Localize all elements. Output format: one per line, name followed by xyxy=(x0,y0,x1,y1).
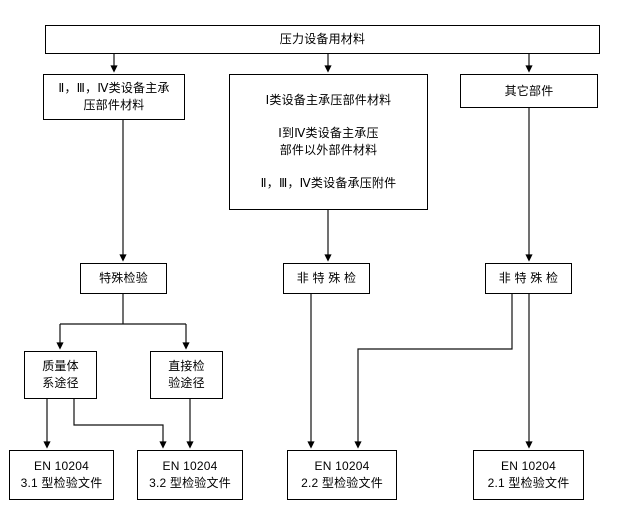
node-doc-en10204-2-2[interactable]: EN 10204 2.2 型检验文件 xyxy=(287,450,397,500)
node-non-special-right-label: 非 特 殊 检 xyxy=(498,271,559,285)
node-special-inspection[interactable]: 特殊检验 xyxy=(80,263,167,294)
node-root[interactable]: 压力设备用材料 xyxy=(45,25,600,54)
node-class1-block3-line1: Ⅱ，Ⅲ，Ⅳ类设备承压附件 xyxy=(260,176,397,190)
node-doc22-line1: EN 10204 xyxy=(314,459,370,473)
node-class1-block2-line1: Ⅰ到Ⅳ类设备主承压 xyxy=(278,126,379,140)
node-doc31-line1: EN 10204 xyxy=(34,459,89,473)
node-class-1-main-pressure[interactable]: Ⅰ类设备主承压部件材料 Ⅰ到Ⅳ类设备主承压 部件以外部件材料 Ⅱ，Ⅲ，Ⅳ类设备承… xyxy=(229,74,428,210)
node-quality-system-route[interactable]: 质量体 系途径 xyxy=(24,351,97,399)
node-class-2-3-4-main-pressure[interactable]: Ⅱ，Ⅲ，Ⅳ类设备主承 压部件材料 xyxy=(43,74,185,120)
node-class1-block1-line1: Ⅰ类设备主承压部件材料 xyxy=(265,93,392,107)
node-direct-route-line2: 验途径 xyxy=(168,376,205,390)
node-class234-line1: Ⅱ，Ⅲ，Ⅳ类设备主承 xyxy=(58,81,170,95)
node-quality-route-line2: 系途径 xyxy=(42,376,79,390)
node-non-special-inspection-right[interactable]: 非 特 殊 检 xyxy=(485,263,572,294)
node-doc32-line1: EN 10204 xyxy=(162,459,218,473)
node-doc31-line2: 3.1 型检验文件 xyxy=(20,476,103,490)
node-non-special-inspection-mid[interactable]: 非 特 殊 检 xyxy=(283,263,370,294)
node-doc-en10204-2-1[interactable]: EN 10204 2.1 型检验文件 xyxy=(473,450,584,500)
wire-nonspecialright-to-doc22 xyxy=(354,294,513,449)
node-root-label: 压力设备用材料 xyxy=(279,32,366,46)
node-doc22-line2: 2.2 型检验文件 xyxy=(301,476,383,490)
node-other-parts[interactable]: 其它部件 xyxy=(460,74,598,108)
node-non-special-mid-label: 非 特 殊 检 xyxy=(296,271,357,285)
node-doc21-line1: EN 10204 xyxy=(501,459,556,473)
node-special-inspection-label: 特殊检验 xyxy=(99,271,148,285)
node-doc21-line2: 2.1 型检验文件 xyxy=(487,476,570,490)
node-class234-line2: 压部件材料 xyxy=(83,98,145,112)
node-direct-route-line1: 直接检 xyxy=(168,359,205,373)
wire-quality-to-doc32 xyxy=(73,399,167,449)
node-class1-block2-line2: 部件以外部件材料 xyxy=(279,143,378,157)
node-quality-route-line1: 质量体 xyxy=(42,359,79,373)
node-doc-en10204-3-1[interactable]: EN 10204 3.1 型检验文件 xyxy=(9,450,114,500)
node-doc-en10204-3-2[interactable]: EN 10204 3.2 型检验文件 xyxy=(137,450,243,500)
node-other-parts-label: 其它部件 xyxy=(504,83,554,98)
node-doc32-line2: 3.2 型检验文件 xyxy=(149,476,231,490)
node-direct-inspection-route[interactable]: 直接检 验途径 xyxy=(150,351,223,399)
